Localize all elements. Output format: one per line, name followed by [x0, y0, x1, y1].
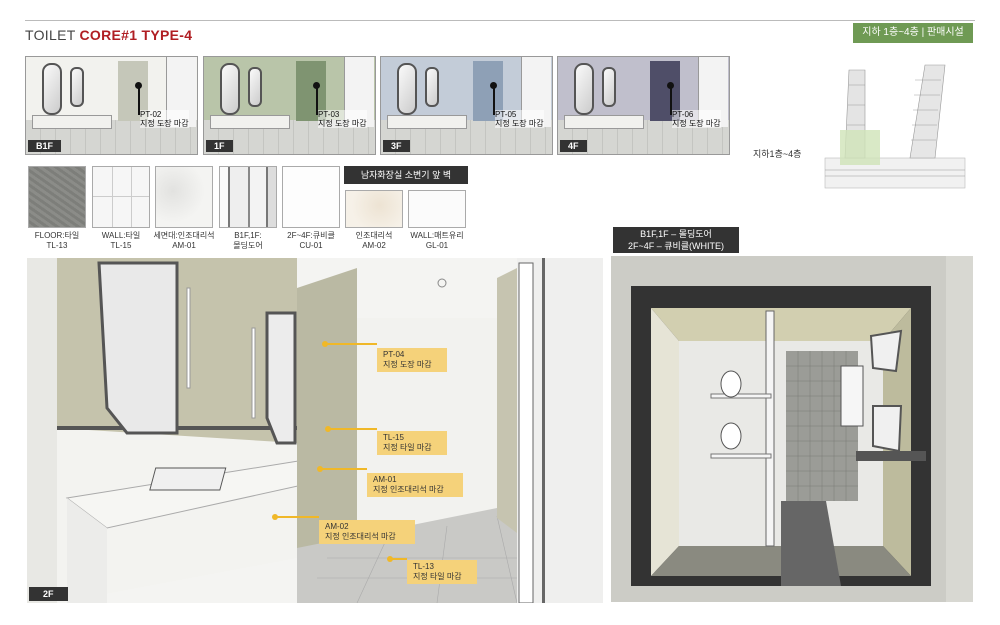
building-section-diagram	[824, 64, 966, 189]
render-floor-tag: 2F	[29, 587, 68, 601]
toilet-plan-view	[631, 256, 973, 602]
annotation-leader	[326, 343, 377, 345]
swatch-vanity-marble	[155, 166, 213, 228]
building-floor-label: 지하1층~4층	[753, 149, 802, 159]
thumb-vanity	[564, 115, 644, 129]
thumb-mirror	[220, 63, 240, 115]
swatch-matte-glass	[408, 190, 466, 228]
thumb-mirror	[70, 67, 84, 107]
thumb-floor-tag: B1F	[28, 140, 62, 152]
annotation-dot	[322, 341, 328, 347]
urinal-wall-label: 남자화장실 소변기 앞 벽	[344, 166, 468, 184]
thumb-vanity	[210, 115, 290, 129]
annotation-dot	[317, 466, 323, 472]
thumb-mirror	[425, 67, 439, 107]
thumb-floor-tag: 1F	[206, 140, 233, 152]
leader-line	[670, 85, 672, 115]
thumb-mirror	[248, 67, 262, 107]
plan-render	[611, 256, 973, 602]
annotation-leader	[391, 558, 407, 560]
swatch-label: B1F,1F:몰딩도어	[233, 231, 263, 250]
perspective-drawing	[27, 258, 603, 603]
annotation-dot	[325, 426, 331, 432]
swatch-floor-tile	[28, 166, 86, 228]
thumb-mirror	[42, 63, 62, 115]
annotation-leader	[321, 468, 367, 470]
page-title: TOILET CORE#1 TYPE-4	[25, 27, 193, 43]
floor-use-badge: 지하 1층~4층 | 판매시설	[853, 23, 973, 43]
leader-line	[138, 85, 140, 115]
thumb-mirror	[397, 63, 417, 115]
thumb-vanity	[32, 115, 112, 129]
annotation-dot	[272, 514, 278, 520]
swatch-cubicle	[282, 166, 340, 228]
thumb-mirror	[602, 67, 616, 107]
leader-line	[493, 85, 495, 115]
annotation-leader	[329, 428, 377, 430]
swatch-wall-tile	[92, 166, 150, 228]
header-divider	[25, 20, 975, 21]
thumb-floor-tag: 4F	[560, 140, 587, 152]
swatch-molding-door	[219, 166, 277, 228]
thumb-mirror	[574, 63, 594, 115]
thumb-vanity	[387, 115, 467, 129]
leader-line	[316, 85, 318, 115]
annotation-leader	[276, 516, 319, 518]
swatch-marble-am02	[345, 190, 403, 228]
thumb-floor-tag: 3F	[383, 140, 410, 152]
annotation-dot	[387, 556, 393, 562]
